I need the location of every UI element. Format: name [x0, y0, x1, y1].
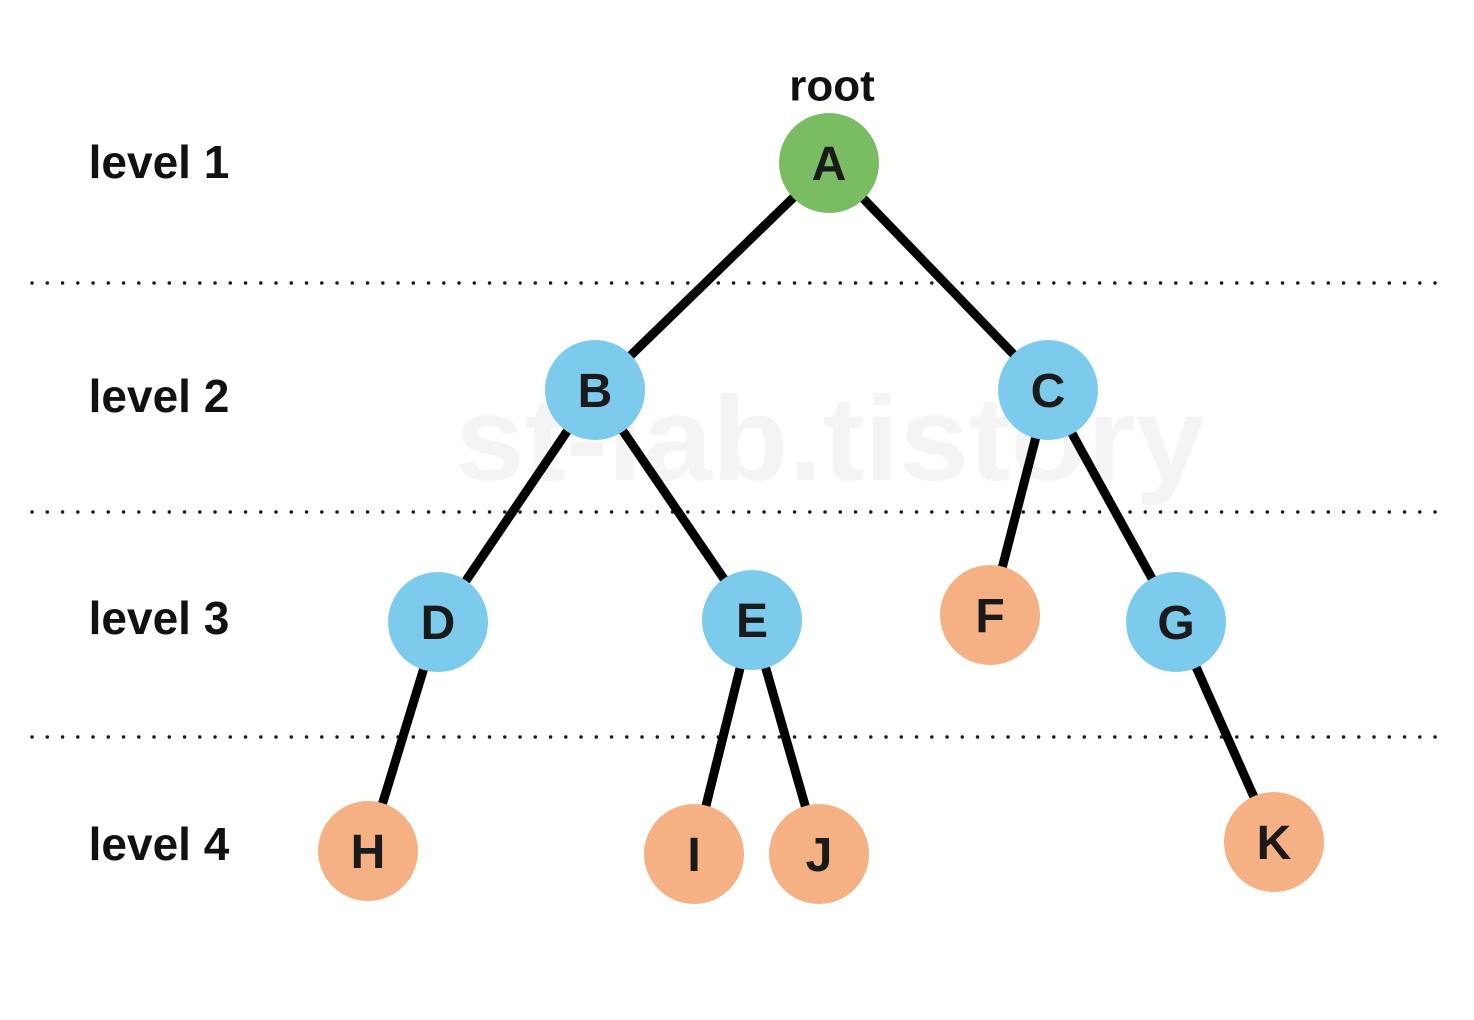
- node-K-label: K: [1257, 817, 1292, 870]
- node-E-circle: [702, 570, 802, 670]
- node-C: C: [998, 340, 1098, 440]
- node-A-label: A: [812, 138, 847, 191]
- node-F-circle: [940, 565, 1040, 665]
- node-H-circle: [318, 801, 418, 901]
- node-D-circle: [388, 572, 488, 672]
- edge-A-C: [825, 159, 1052, 394]
- edge-A-B: [591, 159, 833, 394]
- level-labels: level 1 level 2 level 3 level 4: [89, 136, 230, 870]
- node-H-label: H: [351, 826, 386, 879]
- node-C-label: C: [1031, 365, 1066, 418]
- node-B: B: [545, 340, 645, 440]
- node-B-label: B: [578, 365, 613, 418]
- node-J-circle: [769, 804, 869, 904]
- node-J-label: J: [806, 829, 833, 882]
- node-A-circle: [779, 113, 879, 213]
- node-G-label: G: [1157, 597, 1194, 650]
- level-label-4: level 4: [89, 818, 230, 870]
- level-label-2: level 2: [89, 370, 230, 422]
- node-I: I: [644, 804, 744, 904]
- node-C-circle: [998, 340, 1098, 440]
- node-G: G: [1126, 572, 1226, 672]
- node-E-label: E: [736, 595, 768, 648]
- tree-nodes: A B C D E F G H I J K: [318, 113, 1324, 904]
- level-label-3: level 3: [89, 592, 230, 644]
- node-D: D: [388, 572, 488, 672]
- node-K-circle: [1224, 792, 1324, 892]
- node-I-label: I: [687, 829, 700, 882]
- root-caption: root: [789, 61, 875, 110]
- node-E: E: [702, 570, 802, 670]
- node-G-circle: [1126, 572, 1226, 672]
- node-H: H: [318, 801, 418, 901]
- node-A: A: [779, 113, 879, 213]
- tree-edges: [363, 159, 1279, 856]
- node-B-circle: [545, 340, 645, 440]
- level-separators: [30, 281, 1444, 739]
- node-F-label: F: [975, 590, 1004, 643]
- node-F: F: [940, 565, 1040, 665]
- level-label-1: level 1: [89, 136, 230, 188]
- node-K: K: [1224, 792, 1324, 892]
- node-I-circle: [644, 804, 744, 904]
- node-J: J: [769, 804, 869, 904]
- node-D-label: D: [421, 597, 456, 650]
